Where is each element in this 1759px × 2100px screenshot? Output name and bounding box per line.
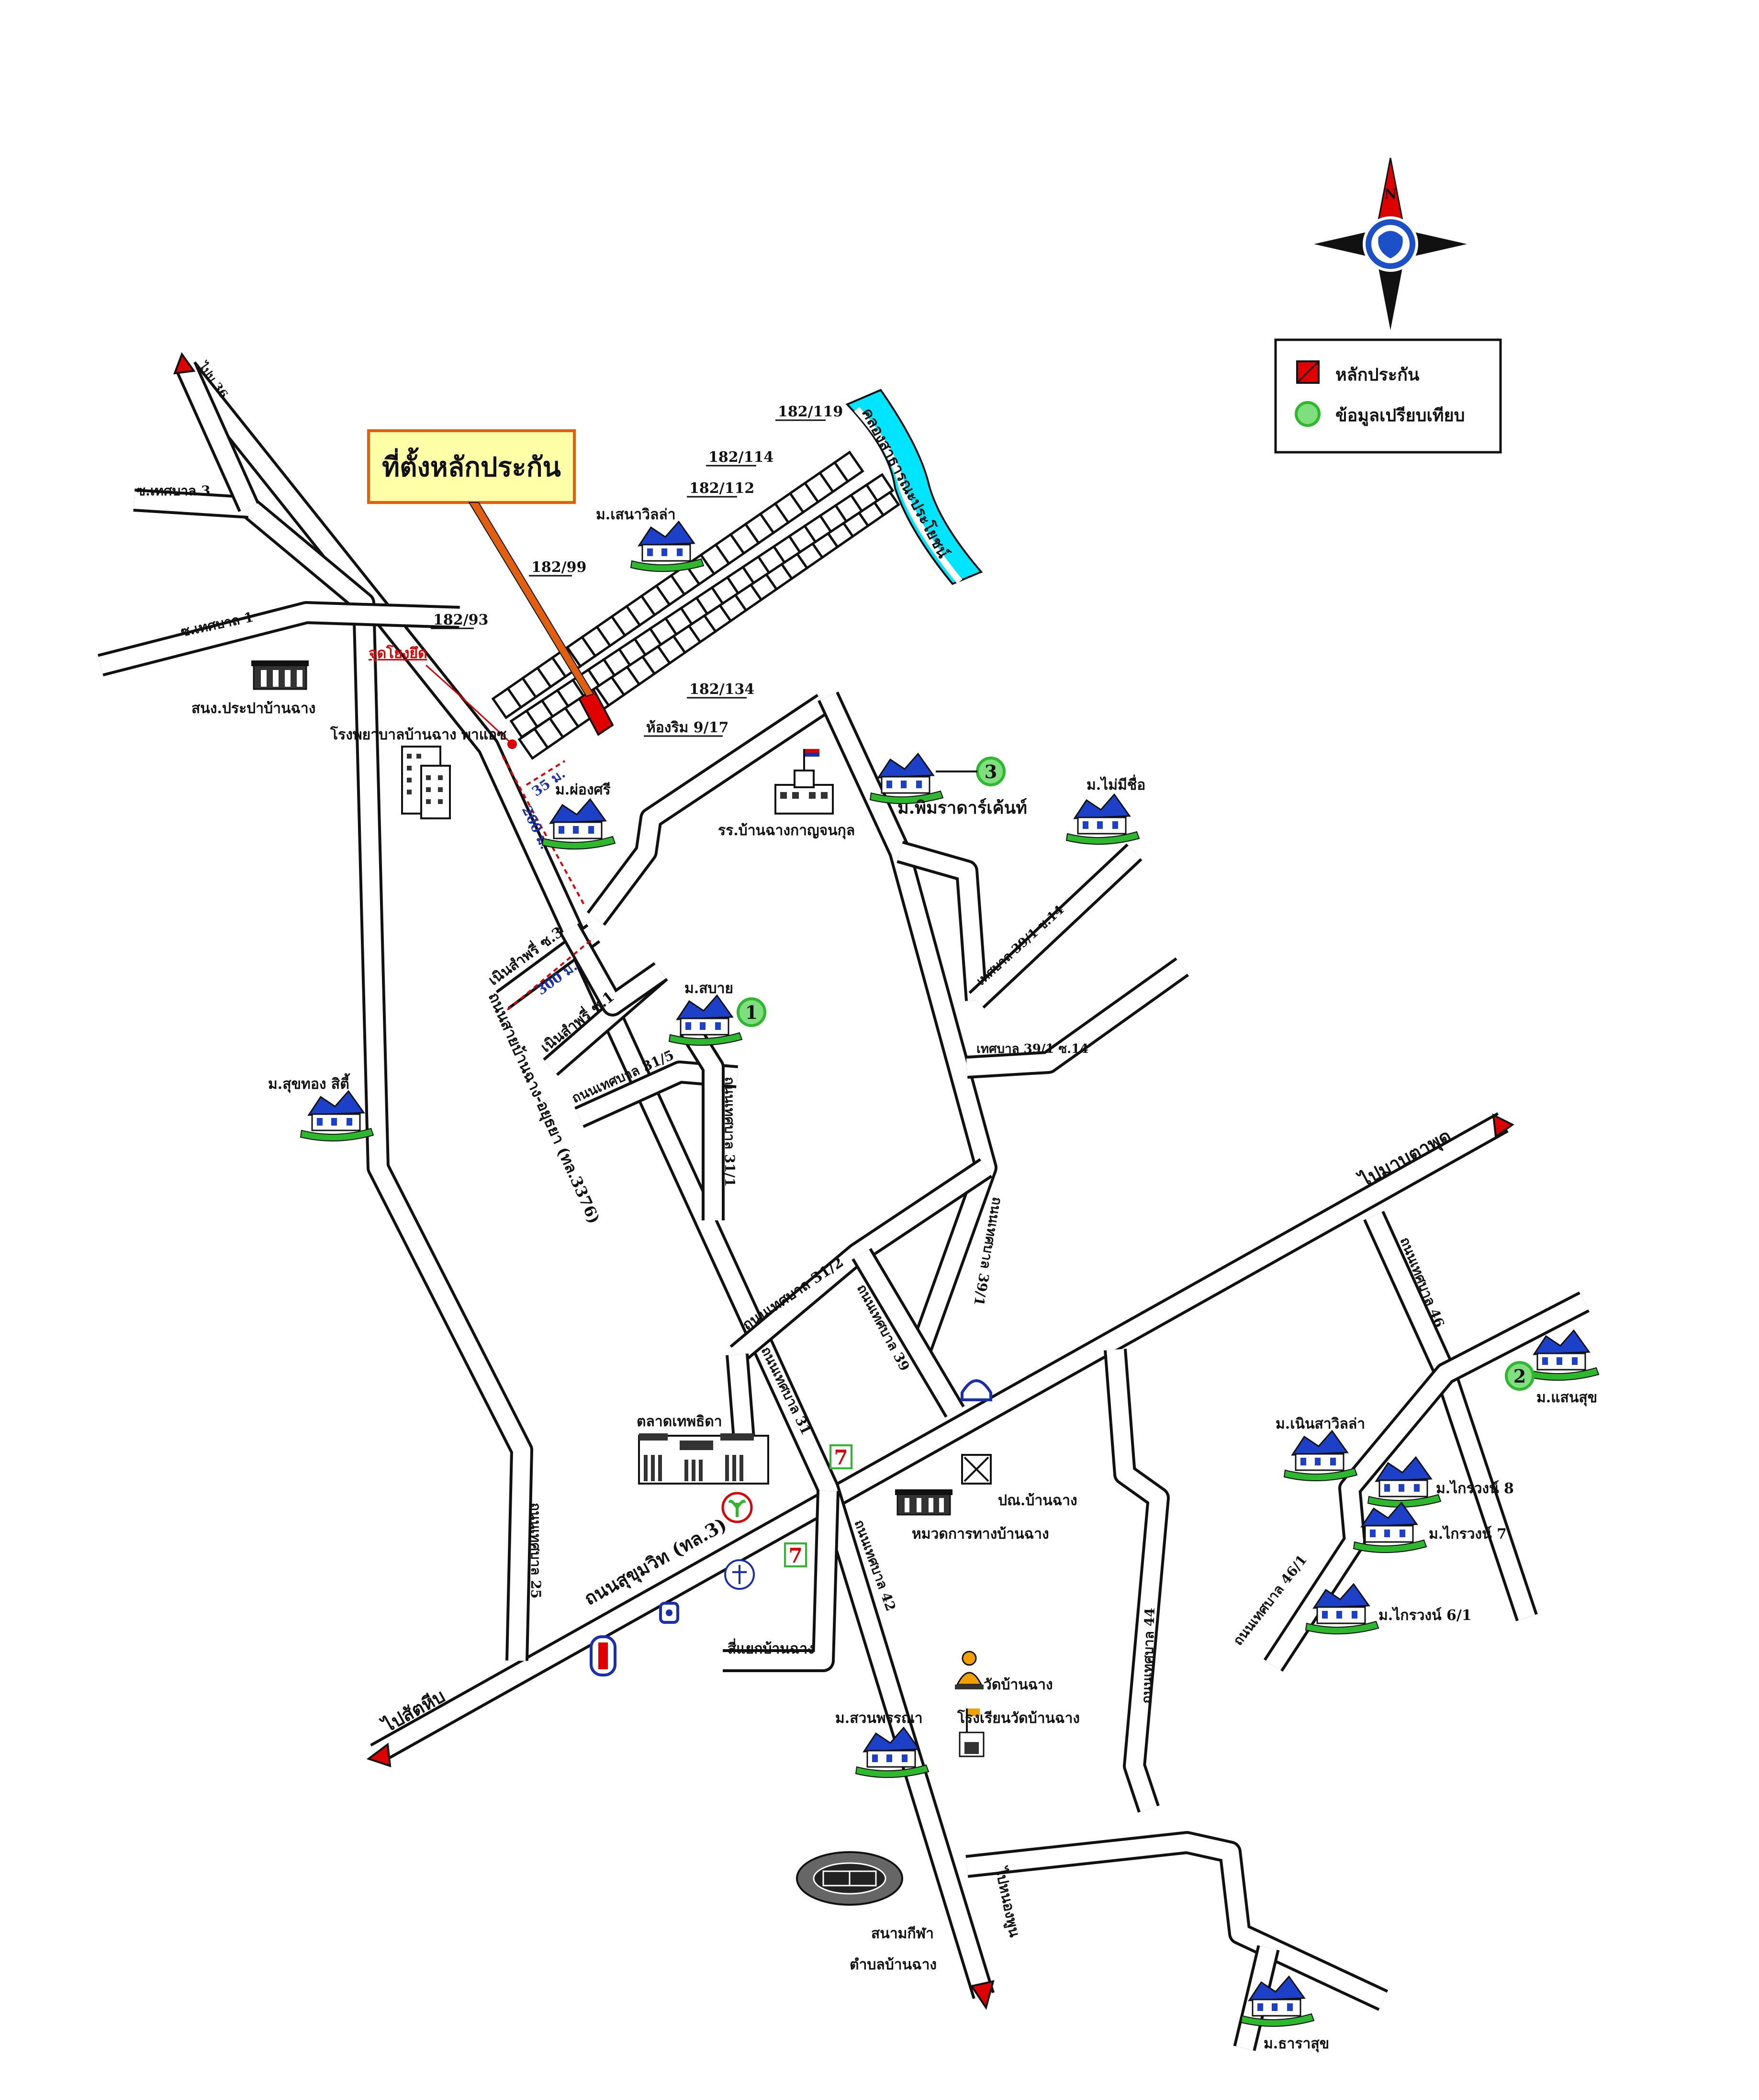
label-m-tharasuk: ม.ธาราสุข	[1264, 2035, 1329, 2053]
kbank-icon	[721, 1492, 753, 1523]
arrow-to-b36	[173, 352, 196, 375]
label-temple-school: โรงเรียนวัดบ้านฉาง	[957, 1709, 1080, 1727]
house-icon	[1283, 1430, 1358, 1482]
road-label-th44: ถนนเทศบาล 44	[1139, 1608, 1158, 1704]
plot-label-93: 182/93	[433, 612, 488, 628]
post-office-icon	[961, 1454, 992, 1485]
marker-2: 2	[1513, 1365, 1526, 1387]
house-icon	[541, 798, 616, 850]
roads	[98, 361, 1590, 2051]
place-labels: สนง.ประปาบ้านฉาง โรงพยาบาลบ้านฉาง พาแอซ …	[191, 506, 1597, 2053]
compass-n: N	[1384, 186, 1397, 202]
market-icon	[638, 1433, 769, 1485]
label-temple: วัดบ้านฉาง	[984, 1676, 1053, 1693]
road-label-soi14-b: เทศบาล 39/1 ซ.14	[976, 1042, 1088, 1056]
legend: หลักประกัน ข้อมูลเปรียบเทียบ	[1274, 338, 1502, 454]
hospital-icon	[401, 746, 451, 819]
legend-comparable-swatch	[1295, 401, 1321, 427]
label-m-kraiwan7: ม.ไกรวงน์ 7	[1429, 1525, 1507, 1542]
arrow-to-nongphuen	[970, 1980, 995, 2010]
label-market: ตลาดเทพธิดา	[637, 1413, 722, 1430]
temple-icon	[955, 1651, 984, 1689]
plot-label-119: 182/119	[778, 403, 843, 420]
label-stadium2: ตำบลบ้านฉาง	[850, 1956, 937, 1973]
label-m-sabai: ม.สบาย	[684, 980, 733, 997]
collateral-callout: ที่ตั้งหลักประกัน	[367, 429, 594, 697]
referral-label: จุดโยงยึด	[369, 644, 427, 662]
compass-e: E	[1436, 237, 1445, 251]
label-m-pimrada: ม.พิมราดาร์เค้นท์	[897, 798, 1027, 818]
arrow-to-sattahip	[366, 1743, 392, 1767]
compass: N S E W	[1314, 157, 1467, 330]
plot	[833, 450, 864, 483]
police-icon	[895, 1489, 952, 1516]
bank-icon	[659, 1602, 679, 1624]
road-label-th25: ถนนเทศบาล 25	[528, 1503, 544, 1598]
plot-label-99: 182/99	[531, 559, 586, 576]
compass-east-arrow	[1414, 232, 1467, 256]
legend-comparable-label: ข้อมูลเปรียบเทียบ	[1335, 405, 1465, 426]
label-post: ปณ.บ้านฉาง	[998, 1492, 1077, 1509]
label-police: หมวดการทางบ้านฉาง	[912, 1526, 1049, 1542]
bank-icon	[724, 1559, 755, 1590]
label-stadium1: สนามกีฬา	[871, 1925, 934, 1942]
road-labels: ไปบ.36 ซ.เทศบาล 3 ซ.เทศบาล 1 เนินสำพรี่ …	[136, 358, 1455, 1939]
compass-s: S	[1386, 291, 1394, 305]
seven-eleven-icon: 7	[784, 1542, 807, 1567]
plot-label-134: 182/134	[689, 681, 754, 698]
mosque-icon	[961, 1379, 992, 1401]
road-label-th31-1: ถนนเทศบาล 31/1	[722, 1077, 738, 1187]
bank-icon	[590, 1635, 616, 1676]
road-label-soi14-a: เทศบาล 39/1 ซ.14	[974, 903, 1067, 988]
label-hospital: โรงพยาบาลบ้านฉาง พาแอซ	[330, 726, 506, 743]
label-school: รร.บ้านฉางกาญจนกุล	[718, 822, 855, 839]
plot	[865, 473, 895, 503]
label-junction: สี่แยกบ้านฉาง	[728, 1638, 815, 1657]
label-m-noname: ม.ไม่มีชื่อ	[1087, 774, 1145, 793]
house-icon	[630, 521, 705, 572]
label-m-noenvilla: ม.เนินสาวิลล่า	[1276, 1416, 1365, 1432]
arrow-to-maptaphut	[1492, 1113, 1514, 1139]
plot-label-112: 182/112	[689, 480, 754, 497]
comparable-markers: 3 1 2	[737, 757, 1535, 1391]
temple-school-icon	[959, 1709, 985, 1757]
stadium-icon	[796, 1851, 903, 1906]
svg-text:7: 7	[788, 1544, 802, 1567]
road-label-soi-th3: ซ.เทศบาล 3	[136, 483, 210, 499]
callout-title: ที่ตั้งหลักประกัน	[382, 447, 561, 483]
house-icon	[300, 1090, 374, 1142]
house-icon	[1353, 1502, 1427, 1553]
label-m-kraiwan61: ม.ไกรวงน์ 6/1	[1378, 1607, 1472, 1624]
marker-3: 3	[985, 761, 997, 782]
compass-south-arrow	[1378, 268, 1402, 330]
waterworks-icon	[251, 660, 309, 690]
label-m-sukthong: ม.สุขทอง สิตี้	[268, 1073, 350, 1093]
house-icon	[869, 753, 944, 804]
label-m-suanphan: ม.สวนพรรณา	[835, 1710, 923, 1727]
room-label: ห้องริม 9/17	[646, 719, 728, 736]
label-m-songsri: ม.ผ่องศรี	[555, 782, 611, 798]
marker-1: 1	[745, 1002, 758, 1023]
legend-collateral-label: หลักประกัน	[1335, 365, 1420, 385]
label-m-sukhasuk: ม.แสนสุข	[1536, 1389, 1597, 1407]
house-icon	[1065, 793, 1140, 845]
label-m-kraiwan8: ม.ไกรวงน์ 8	[1436, 1480, 1514, 1497]
road-label-to-nongphuen: ไปหนองพูน	[991, 1865, 1024, 1939]
label-m-senavilla: ม.เสนาวิลล่า	[596, 506, 676, 523]
compass-w: W	[1333, 237, 1347, 251]
direction-arrows	[173, 352, 1514, 2010]
plot-labels: 182/119 182/114 182/112 182/99 182/93 18…	[431, 403, 843, 737]
compass-west-arrow	[1314, 232, 1367, 256]
seven-eleven-icon: 7	[829, 1444, 852, 1469]
svg-text:7: 7	[834, 1446, 848, 1469]
canal	[845, 389, 983, 585]
label-waterworks: สนง.ประปาบ้านฉาง	[191, 700, 315, 717]
school-icon	[774, 749, 834, 815]
plot-label-114: 182/114	[708, 449, 773, 466]
